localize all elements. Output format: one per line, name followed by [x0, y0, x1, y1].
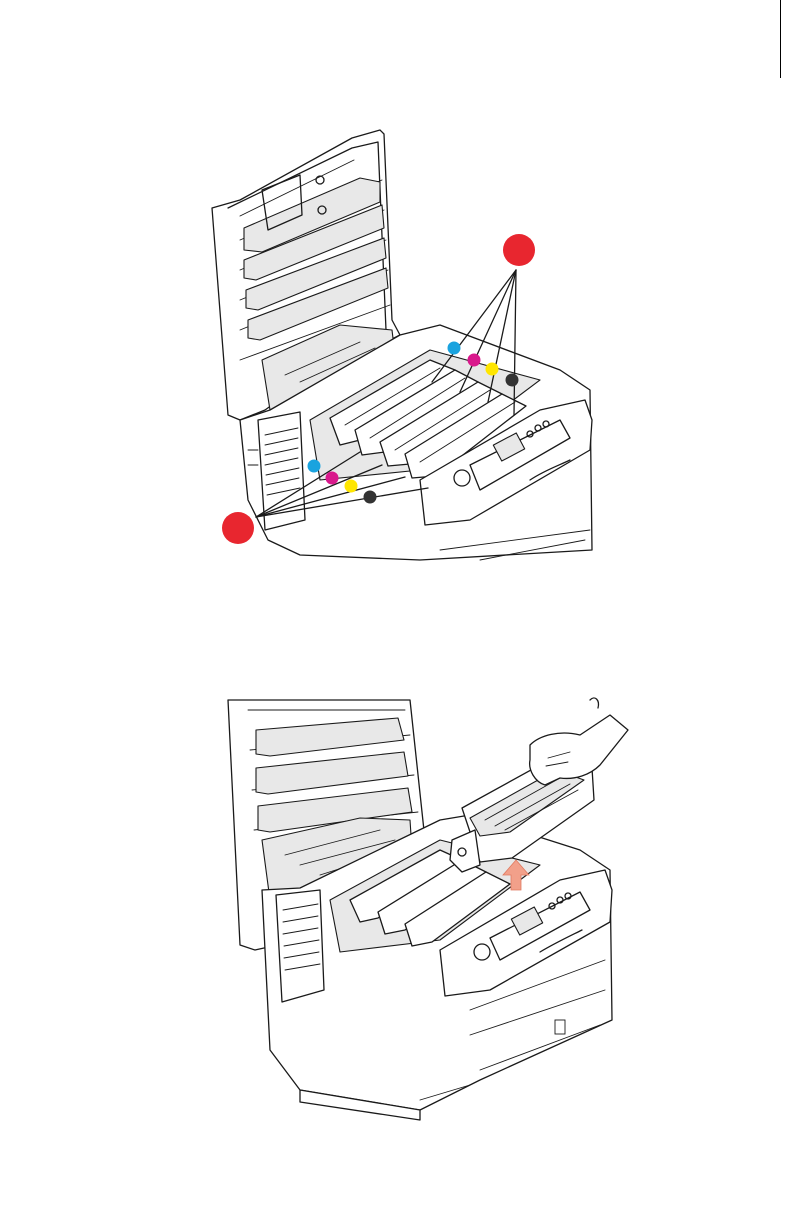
- drum-removal-illustration: [0, 690, 792, 1130]
- hand: [530, 715, 628, 785]
- printer-open-illustration: [0, 120, 792, 570]
- black-toner-dot: [506, 374, 518, 386]
- callout-circle-top: [503, 234, 535, 266]
- yellow-toner-dot: [486, 363, 498, 375]
- callout-circle-bottom: [222, 512, 254, 544]
- cyan-toner-dot: [448, 342, 460, 354]
- black-toner-dot: [364, 491, 376, 503]
- magenta-toner-dot: [326, 472, 338, 484]
- thumb-tab-rule: [780, 0, 781, 78]
- yellow-toner-dot: [345, 480, 357, 492]
- magenta-toner-dot: [468, 354, 480, 366]
- cyan-toner-dot: [308, 460, 320, 472]
- printer-open-drawing: [0, 120, 792, 570]
- drum-removal-drawing: [0, 690, 792, 1130]
